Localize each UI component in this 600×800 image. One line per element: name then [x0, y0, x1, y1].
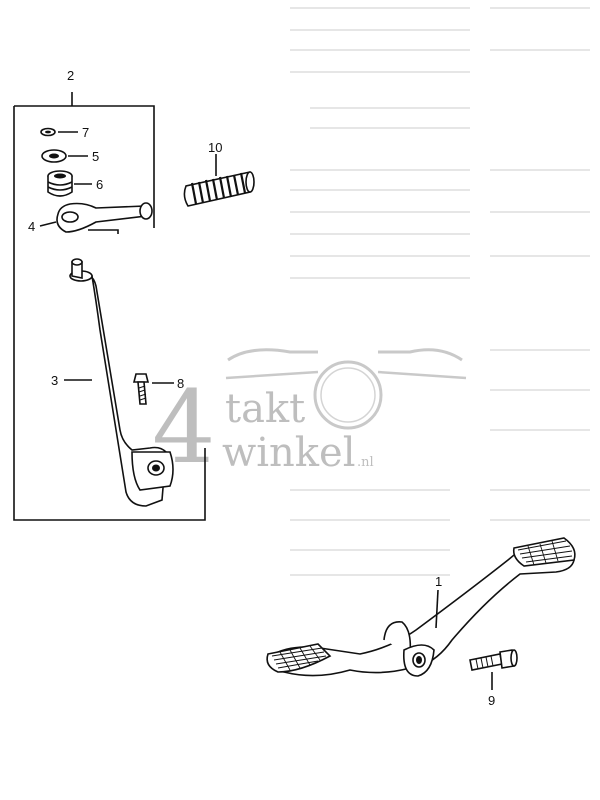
- assembly-bracket: [13, 92, 206, 521]
- part-3-kick-lever: [64, 258, 174, 507]
- callout-8: 8: [177, 376, 184, 391]
- watermark-logo: 4 takt winkel .nl: [152, 348, 467, 486]
- watermark-suffix: .nl: [357, 455, 374, 470]
- part-4-pedal-arm: [39, 202, 153, 234]
- part-1-brake-pedal: [266, 537, 576, 677]
- part-6-spring: [47, 170, 92, 197]
- callout-9: 9: [488, 693, 495, 708]
- part-9-bolt: [469, 649, 518, 690]
- part-10-rubber-grip: [183, 154, 255, 207]
- callout-6: 6: [96, 177, 103, 192]
- callout-2: 2: [67, 68, 74, 83]
- callout-10: 10: [208, 140, 222, 155]
- background-text: [290, 7, 590, 576]
- part-7-circlip: [40, 127, 78, 137]
- callout-7: 7: [82, 125, 89, 140]
- watermark-word2: winkel: [222, 430, 356, 476]
- callout-1: 1: [435, 574, 442, 589]
- watermark-word1: takt: [225, 386, 305, 432]
- callout-4: 4: [28, 219, 35, 234]
- callout-labels: 2 7 5 6 10 4 3 8 1 9: [28, 68, 495, 708]
- callout-3: 3: [51, 373, 58, 388]
- part-8-bolt: [132, 373, 174, 405]
- part-5-washer: [41, 149, 88, 163]
- callout-5: 5: [92, 149, 99, 164]
